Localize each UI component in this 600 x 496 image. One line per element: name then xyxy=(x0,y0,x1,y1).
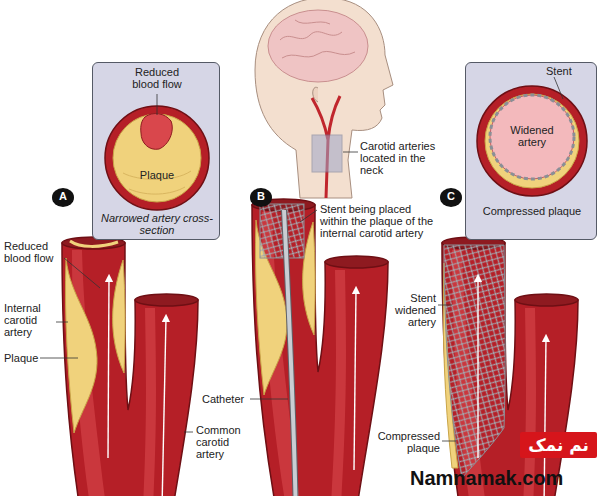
callout-circle: A xyxy=(52,188,74,207)
node-label: C xyxy=(440,188,462,204)
part-label: Stent being placed within the plaque of … xyxy=(320,203,438,239)
stent-placement xyxy=(252,199,388,496)
part-label: Stent widened artery xyxy=(378,292,436,328)
node-label: A xyxy=(52,188,74,204)
inset-label: Compressed plaque xyxy=(466,205,598,217)
inset-panel: StentWidened arteryCompressed plaque xyxy=(465,62,597,240)
watermark-text: Namnamak.com xyxy=(410,466,563,490)
inset-label: Stent xyxy=(546,65,594,77)
part-label: Compressed plaque xyxy=(374,430,440,454)
part-label: Common carotid artery xyxy=(196,424,250,460)
callout-circle: B xyxy=(250,188,272,207)
inset-label: Plaque xyxy=(93,169,221,181)
node-label: نم نمک xyxy=(528,433,589,457)
watermark-badge: نم نمک xyxy=(520,432,597,458)
inset-caption: Narrowed artery cross-section xyxy=(97,212,217,236)
part-label: Internal carotid artery xyxy=(4,302,56,338)
part-label: Plaque xyxy=(4,352,44,364)
narrowed-artery xyxy=(62,237,198,496)
inset-label: Widened artery xyxy=(497,124,567,148)
callout-circle: C xyxy=(440,188,462,207)
inset-label: Reduced blood flow xyxy=(122,66,192,90)
inset-panel: Reduced blood flowPlaqueNarrowed artery … xyxy=(92,62,220,240)
part-label: Carotid arteries located in the neck xyxy=(360,140,444,176)
node-label: B xyxy=(250,188,272,204)
part-label: Reduced blood flow xyxy=(4,240,62,264)
part-label: Catheter xyxy=(202,393,248,405)
